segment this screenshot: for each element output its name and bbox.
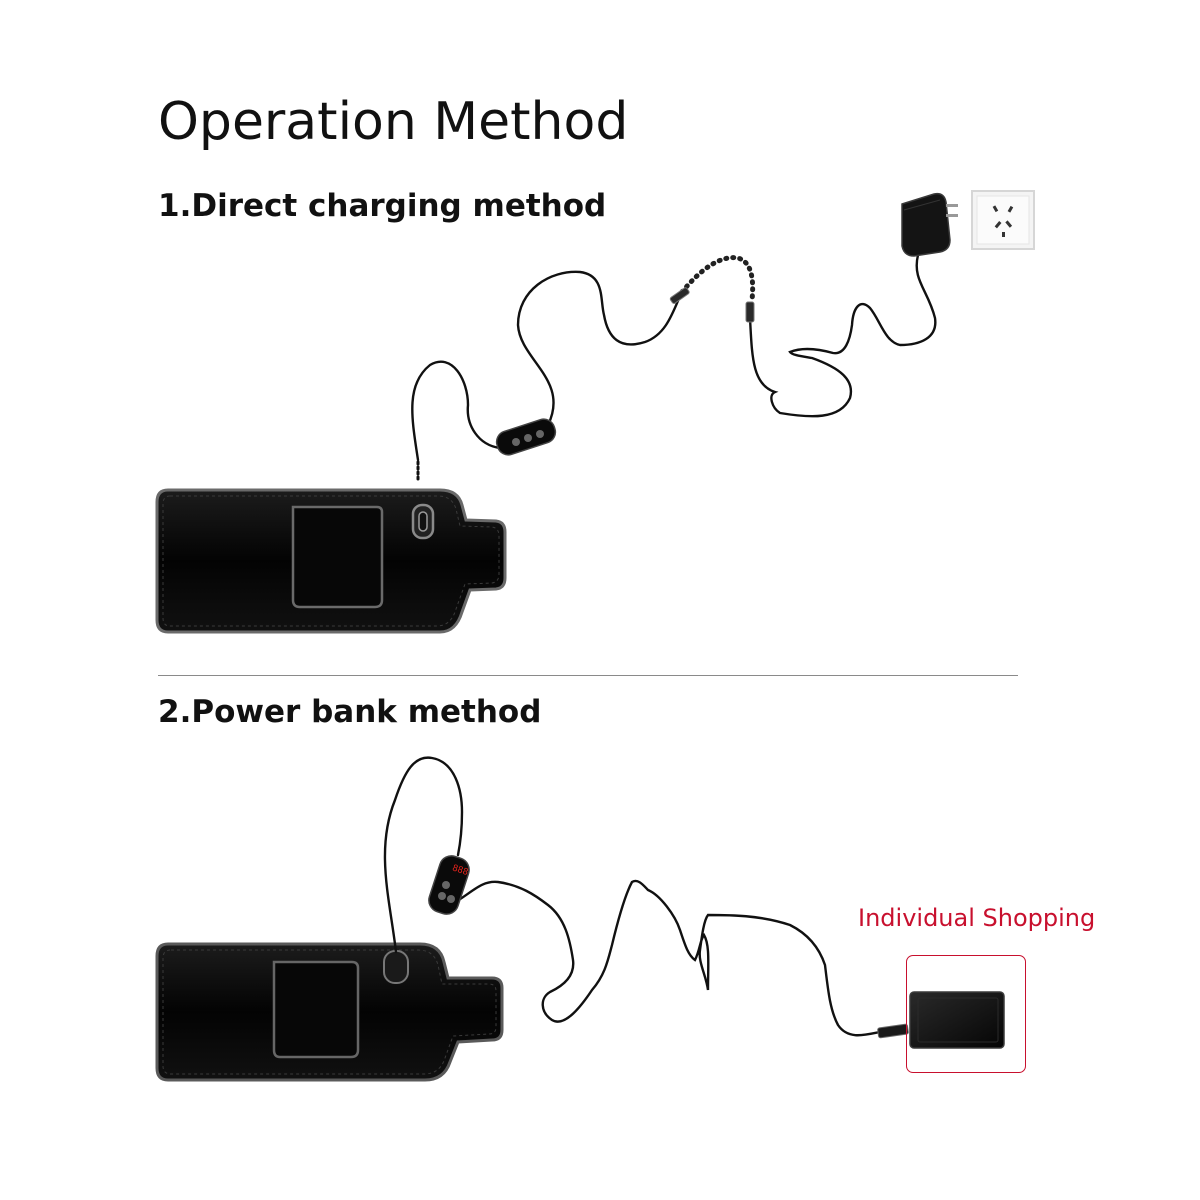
usb-plug-icon [877,1023,909,1039]
section-divider [158,675,1018,676]
controller-top-icon [495,418,557,456]
individual-shopping-label: Individual Shopping [858,904,1096,932]
cable-bottom-icon [383,756,882,1037]
belt-bottom-icon [155,942,504,1082]
section-heading-direct-charging: 1.Direct charging method [158,188,607,224]
dc-plug-icon [669,287,755,323]
wall-socket-icon [971,190,1035,250]
power-bank-icon [909,991,1005,1049]
belt-top-icon [155,488,507,634]
controller-bottom-icon: 888 [428,855,470,915]
section-heading-power-bank: 2.Power bank method [158,694,542,730]
individual-shopping-highlight-box [906,955,1026,1073]
power-adapter-icon [901,192,958,257]
cable-dotted-extension-icon [679,255,756,303]
cable-top-icon [411,220,937,484]
page-title: Operation Method [158,92,629,152]
svg-text:888: 888 [451,863,470,878]
